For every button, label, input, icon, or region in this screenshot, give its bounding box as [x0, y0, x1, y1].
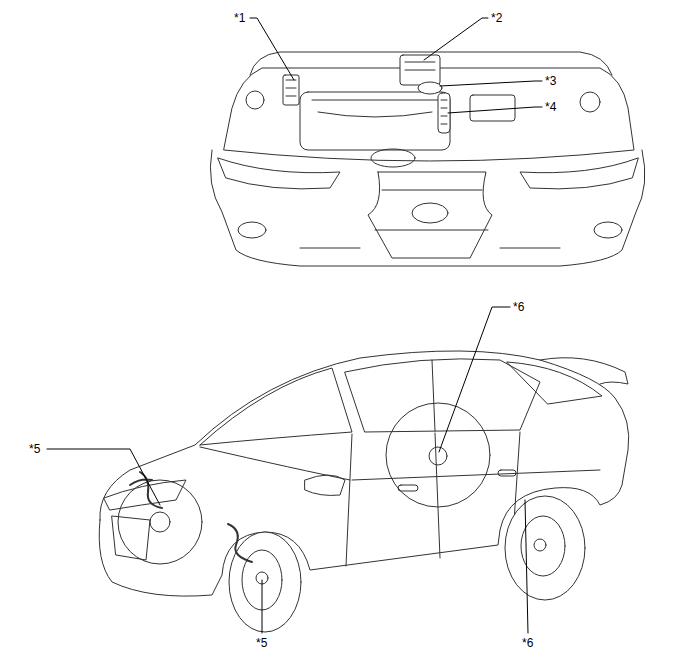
windshield [200, 368, 352, 445]
mirror [305, 475, 345, 495]
leader-line [262, 580, 263, 633]
component-3 [418, 82, 442, 94]
fog-light [594, 222, 622, 238]
hub [429, 447, 447, 465]
spindle-grille [368, 172, 492, 258]
front-body [210, 150, 645, 266]
reservoir [246, 91, 264, 109]
headlight [218, 158, 340, 189]
callout-number: *1 [233, 11, 246, 25]
hub [534, 539, 546, 551]
emblem [412, 203, 448, 223]
lower-intake [300, 248, 560, 249]
brake-disc [521, 516, 565, 576]
side-windows [345, 359, 540, 432]
callout-number: *5 [255, 636, 268, 650]
callout-number: *2 [490, 11, 503, 25]
leader-line [424, 18, 488, 60]
rear-window [507, 362, 602, 404]
hub [150, 512, 170, 532]
callout-number: *6 [512, 300, 525, 314]
battery [470, 95, 515, 121]
door-lines [346, 432, 520, 566]
rear-near-wheel [505, 496, 585, 600]
component-2-detail [405, 62, 435, 70]
engine-detail [312, 100, 438, 117]
wire-harness [130, 472, 162, 508]
leader-lines [47, 18, 542, 633]
front-far-wheel [118, 480, 202, 564]
rear-spoiler [540, 358, 628, 384]
leader-line [440, 81, 542, 86]
b-pillar [432, 360, 435, 431]
headlight [520, 158, 638, 189]
leader-line [525, 500, 528, 633]
leader-line [47, 449, 160, 505]
callout-number: *5 [28, 442, 41, 456]
component-4-detail [441, 100, 447, 124]
leader-line [250, 18, 294, 80]
component-1 [283, 75, 299, 105]
engine-bay [224, 68, 634, 161]
front-near-wheel [229, 532, 301, 632]
reservoir [580, 92, 600, 112]
wire-harness [228, 524, 252, 562]
component-1-detail [286, 80, 296, 96]
headlight [104, 480, 186, 510]
fog-light [238, 222, 266, 238]
grille-bars [375, 190, 488, 230]
belt-line [200, 447, 600, 480]
air-box [371, 149, 415, 167]
door-handle [398, 485, 418, 491]
door-handle [498, 470, 516, 476]
component-2 [400, 55, 440, 85]
leader-line [439, 307, 510, 452]
leader-line [448, 107, 542, 113]
engine-block [300, 92, 450, 150]
callout-number: *6 [521, 636, 534, 650]
callout-number: *3 [544, 74, 557, 88]
callout-number: *4 [544, 100, 557, 114]
rear-far-wheel [386, 403, 490, 507]
